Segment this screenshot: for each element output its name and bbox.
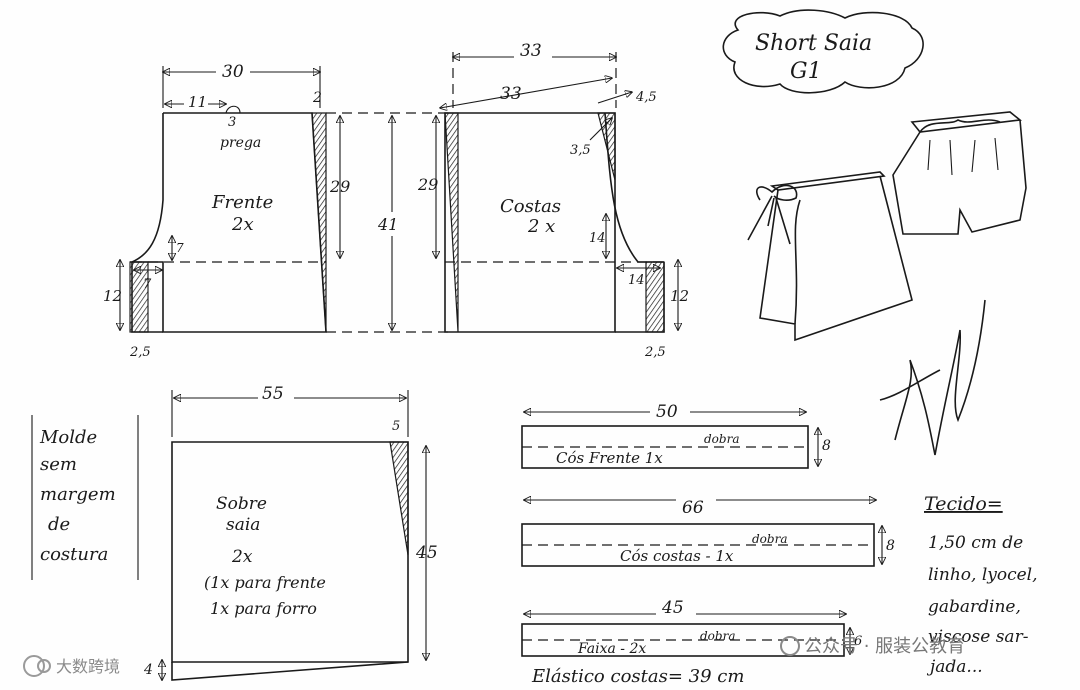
- note-line-1: Molde: [39, 427, 97, 448]
- waistband-front-label: Cós Frente 1x: [556, 449, 663, 467]
- back-dim-leg: 12: [670, 287, 689, 305]
- front-count: 2x: [231, 214, 254, 235]
- waistband-front-width: 50: [656, 402, 678, 422]
- fabric-line-3: linho, lyocel,: [928, 565, 1038, 585]
- front-dim-hem: 2,5: [129, 345, 151, 360]
- front-dart-depth: 3: [228, 115, 236, 130]
- waistband-back-height: 8: [886, 538, 895, 554]
- back-dim-height: 29: [417, 175, 438, 194]
- note-line-5: costura: [40, 544, 108, 565]
- back-dim-dart: 3,5: [570, 143, 591, 158]
- front-dim-crotch-horizontal: 7: [143, 277, 152, 292]
- fabric-line-1: Tecido=: [924, 493, 1003, 515]
- wechat-icon: [780, 636, 800, 656]
- watermark-logo-icon: [23, 655, 45, 677]
- sash-label: Faixa - 2x: [577, 641, 646, 657]
- back-piece: 33 33 4,5 3,5 Costas 2 x 29 14 14 12 2,5: [417, 41, 689, 360]
- overskirt-line-2: saia: [226, 515, 260, 535]
- waistband-front: 50 dobra Cós Frente 1x 8: [521, 400, 831, 469]
- waistband-back-fold: dobra: [752, 532, 787, 546]
- back-dim-rise: 4,5: [635, 90, 657, 105]
- overskirt-line-4: (1x para frente: [204, 573, 326, 592]
- watermark-left: 大数跨境: [23, 655, 120, 677]
- back-dim-crotch-horizontal: 14: [628, 273, 645, 288]
- signature: [879, 299, 986, 456]
- watermark-right-text: 公众号 · 服装公教育: [804, 636, 965, 657]
- fabric-line-4: gabardine,: [928, 597, 1021, 617]
- front-dim-crotch-vertical: 7: [176, 241, 184, 255]
- front-dim-dart-right: 2: [312, 90, 322, 106]
- overskirt-line-3: 2x: [231, 547, 253, 567]
- front-dim-height: 29: [329, 177, 350, 196]
- front-dart-label: prega: [220, 135, 261, 151]
- note-line-4: de: [48, 514, 70, 535]
- front-name: Frente: [211, 192, 273, 213]
- back-dim-top: 33: [520, 41, 542, 61]
- fabric-line-6: jada...: [926, 657, 983, 677]
- front-dim-leg: 12: [103, 287, 122, 305]
- skort-sketch: [747, 111, 1027, 342]
- front-dim-top: 30: [222, 62, 244, 82]
- back-name: Costas: [500, 196, 561, 217]
- overskirt-dim-side: 45: [415, 543, 438, 563]
- waistband-front-fold: dobra: [704, 432, 739, 446]
- waistband-front-height: 8: [822, 438, 831, 454]
- overskirt-line-5: 1x para forro: [210, 599, 317, 618]
- front-dim-waist-left: 11: [188, 93, 207, 111]
- sash-height: 6: [854, 634, 862, 649]
- title-cloud: Short Saia G1: [722, 9, 924, 94]
- center-dim: 41: [377, 215, 398, 234]
- sash-fold: dobra: [700, 629, 735, 643]
- title-line1: Short Saia: [755, 31, 872, 56]
- overskirt-dim-top: 55: [262, 384, 284, 404]
- overskirt-piece: 55 5 45 4 Sobre saia 2x (1x para frente …: [143, 384, 438, 681]
- note-box: Molde sem margem de costura: [31, 415, 139, 580]
- waistband-back-label: Cós costas - 1x: [620, 547, 734, 565]
- back-dim-crotch-vertical: 14: [589, 231, 606, 246]
- waistband-back: 66 dobra Cós costas - 1x 8: [521, 496, 895, 567]
- overskirt-dim-bottom: 4: [143, 662, 153, 678]
- sash: 45 dobra Faixa - 2x 6: [521, 598, 862, 657]
- fabric-line-5: viscose sar-: [928, 627, 1029, 647]
- back-dim-waist-diag: 33: [500, 84, 522, 104]
- center-dimension: 41: [326, 112, 450, 333]
- fabric-line-2: 1,50 cm de: [928, 533, 1023, 553]
- title-line2: G1: [790, 59, 822, 84]
- front-piece: 30 11 2 3 prega Frente 2x 29 7 7 12 2,5: [103, 60, 350, 360]
- waistband-back-width: 66: [682, 498, 704, 518]
- sash-width: 45: [661, 598, 684, 618]
- note-line-3: margem: [40, 484, 116, 505]
- back-dim-hem: 2,5: [644, 345, 666, 360]
- elastic-note: Elástico costas= 39 cm: [531, 666, 744, 687]
- overskirt-dim-corner: 5: [392, 419, 400, 434]
- back-count: 2 x: [527, 216, 555, 237]
- fabric-note: Tecido= 1,50 cm de linho, lyocel, gabard…: [924, 493, 1038, 677]
- watermark-left-text: 大数跨境: [56, 657, 120, 676]
- note-line-2: sem: [40, 454, 77, 475]
- overskirt-line-1: Sobre: [216, 494, 267, 514]
- watermark-right: 公众号 · 服装公教育: [780, 636, 965, 657]
